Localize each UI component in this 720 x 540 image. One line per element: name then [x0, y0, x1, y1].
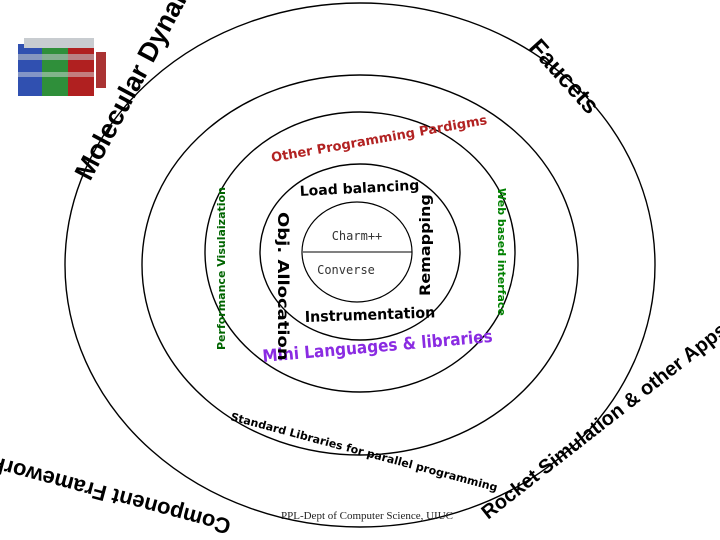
molecule-image — [18, 38, 106, 96]
component-frameworks-label: Component Frameworks — [0, 448, 233, 539]
footer-credit: PPL-Dept of Computer Science, UIUC — [281, 510, 453, 522]
services-ring — [259, 163, 461, 341]
rocket-simulation-label: Rocket Simulation & other Apps. — [478, 315, 720, 523]
converse-label: Converse — [317, 263, 375, 277]
faucets-label: Faucets — [524, 34, 605, 119]
load-balancing-label: Load balancing — [299, 178, 419, 200]
standard-libraries-label: Standard Libraries for parallel programm… — [229, 410, 499, 494]
performance-visualization-label: Performance Visulaization — [215, 187, 228, 350]
obj-allocation-label: Obj. Allocation — [274, 212, 292, 361]
middle-ring — [141, 74, 579, 456]
inner-ring — [204, 111, 516, 393]
instrumentation-label: Instrumentation — [305, 304, 436, 326]
other-paradigms-label: Other Programming Pardigms — [270, 113, 489, 166]
outer-ring — [64, 2, 656, 528]
web-interface-label: Web based interface — [495, 188, 508, 316]
remapping-label: Remapping — [417, 194, 434, 296]
charm-label: Charm++ — [332, 229, 383, 243]
